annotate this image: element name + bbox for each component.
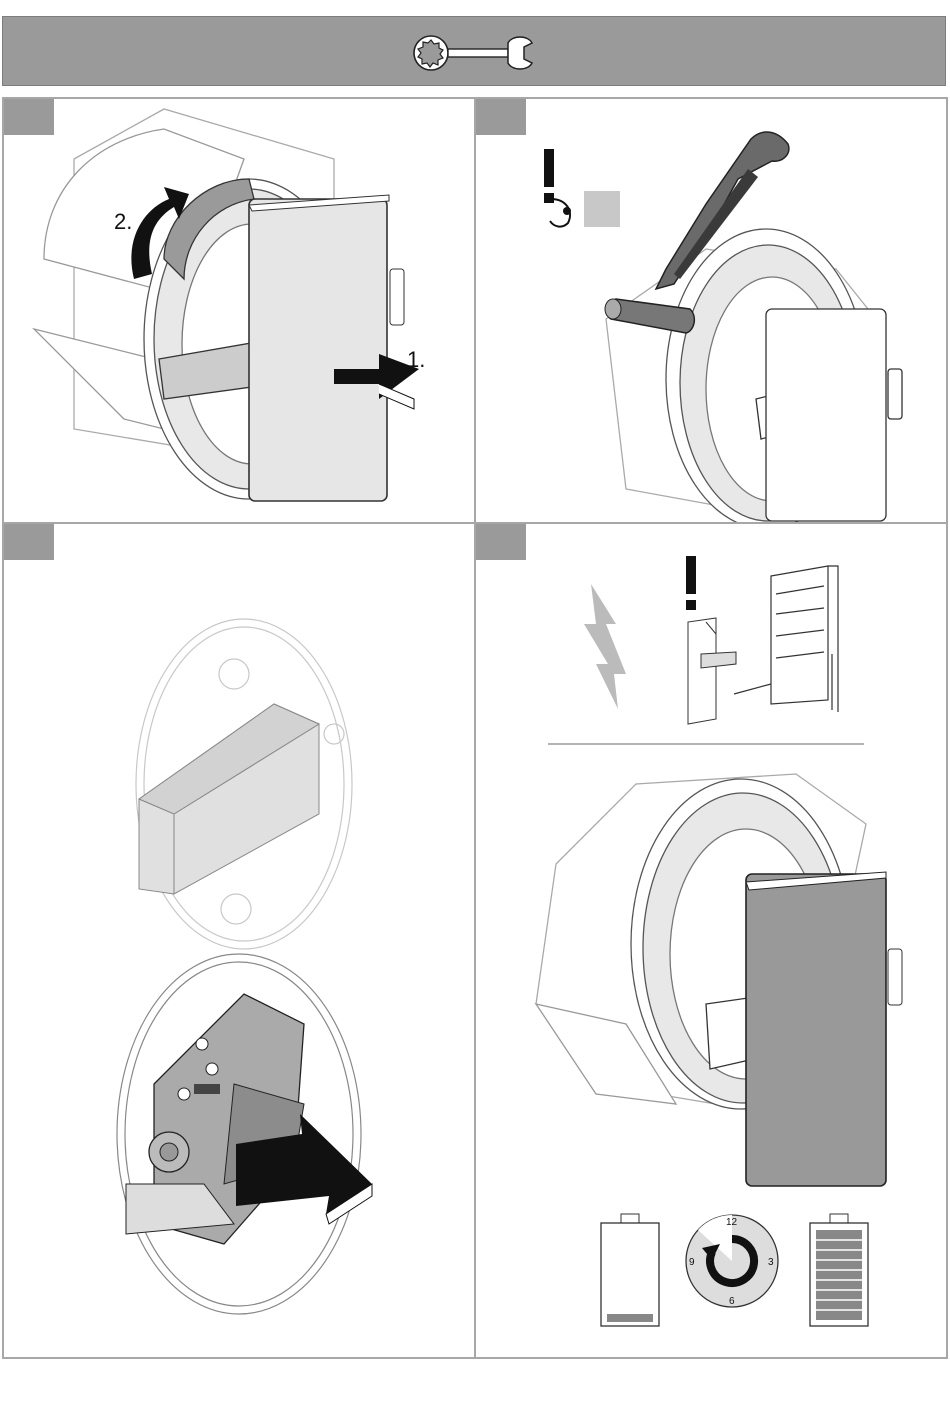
remove-cover-illustration: 1. 2. — [4, 99, 476, 524]
circuit-breaker-icon — [734, 566, 838, 712]
no-voltage-icon — [584, 584, 626, 709]
battery-empty-icon — [601, 1214, 659, 1326]
wrench-gear-icon — [411, 31, 541, 75]
dial-label-12: 12 — [726, 1217, 738, 1228]
remove-cover-step: 1. 2. — [2, 97, 476, 524]
header-bar — [2, 16, 946, 86]
insert-battery-step — [2, 522, 476, 1359]
refit-cover-step: 12 3 6 9 — [474, 522, 948, 1359]
refit-cover-illustration: 12 3 6 9 — [476, 524, 948, 1359]
insert-battery-illustration — [4, 524, 476, 1359]
cut-seal-step — [474, 97, 948, 524]
dial-label-6: 6 — [729, 1296, 735, 1307]
warning-switch-icon — [686, 556, 736, 724]
callout-first: 1. — [407, 347, 425, 372]
battery-block-icon — [139, 704, 319, 894]
instruction-grid: 1. 2. — [2, 97, 948, 1359]
cover-plate — [249, 199, 387, 501]
callout-second: 2. — [114, 209, 132, 234]
dial-label-9: 9 — [689, 1257, 695, 1268]
attention-eye-icon — [544, 149, 620, 227]
clock-dial-icon: 12 3 6 9 — [686, 1215, 778, 1307]
cut-seal-illustration — [476, 99, 948, 524]
cover-plate — [746, 874, 886, 1186]
dial-label-3: 3 — [768, 1257, 774, 1268]
battery-full-icon — [810, 1214, 868, 1326]
